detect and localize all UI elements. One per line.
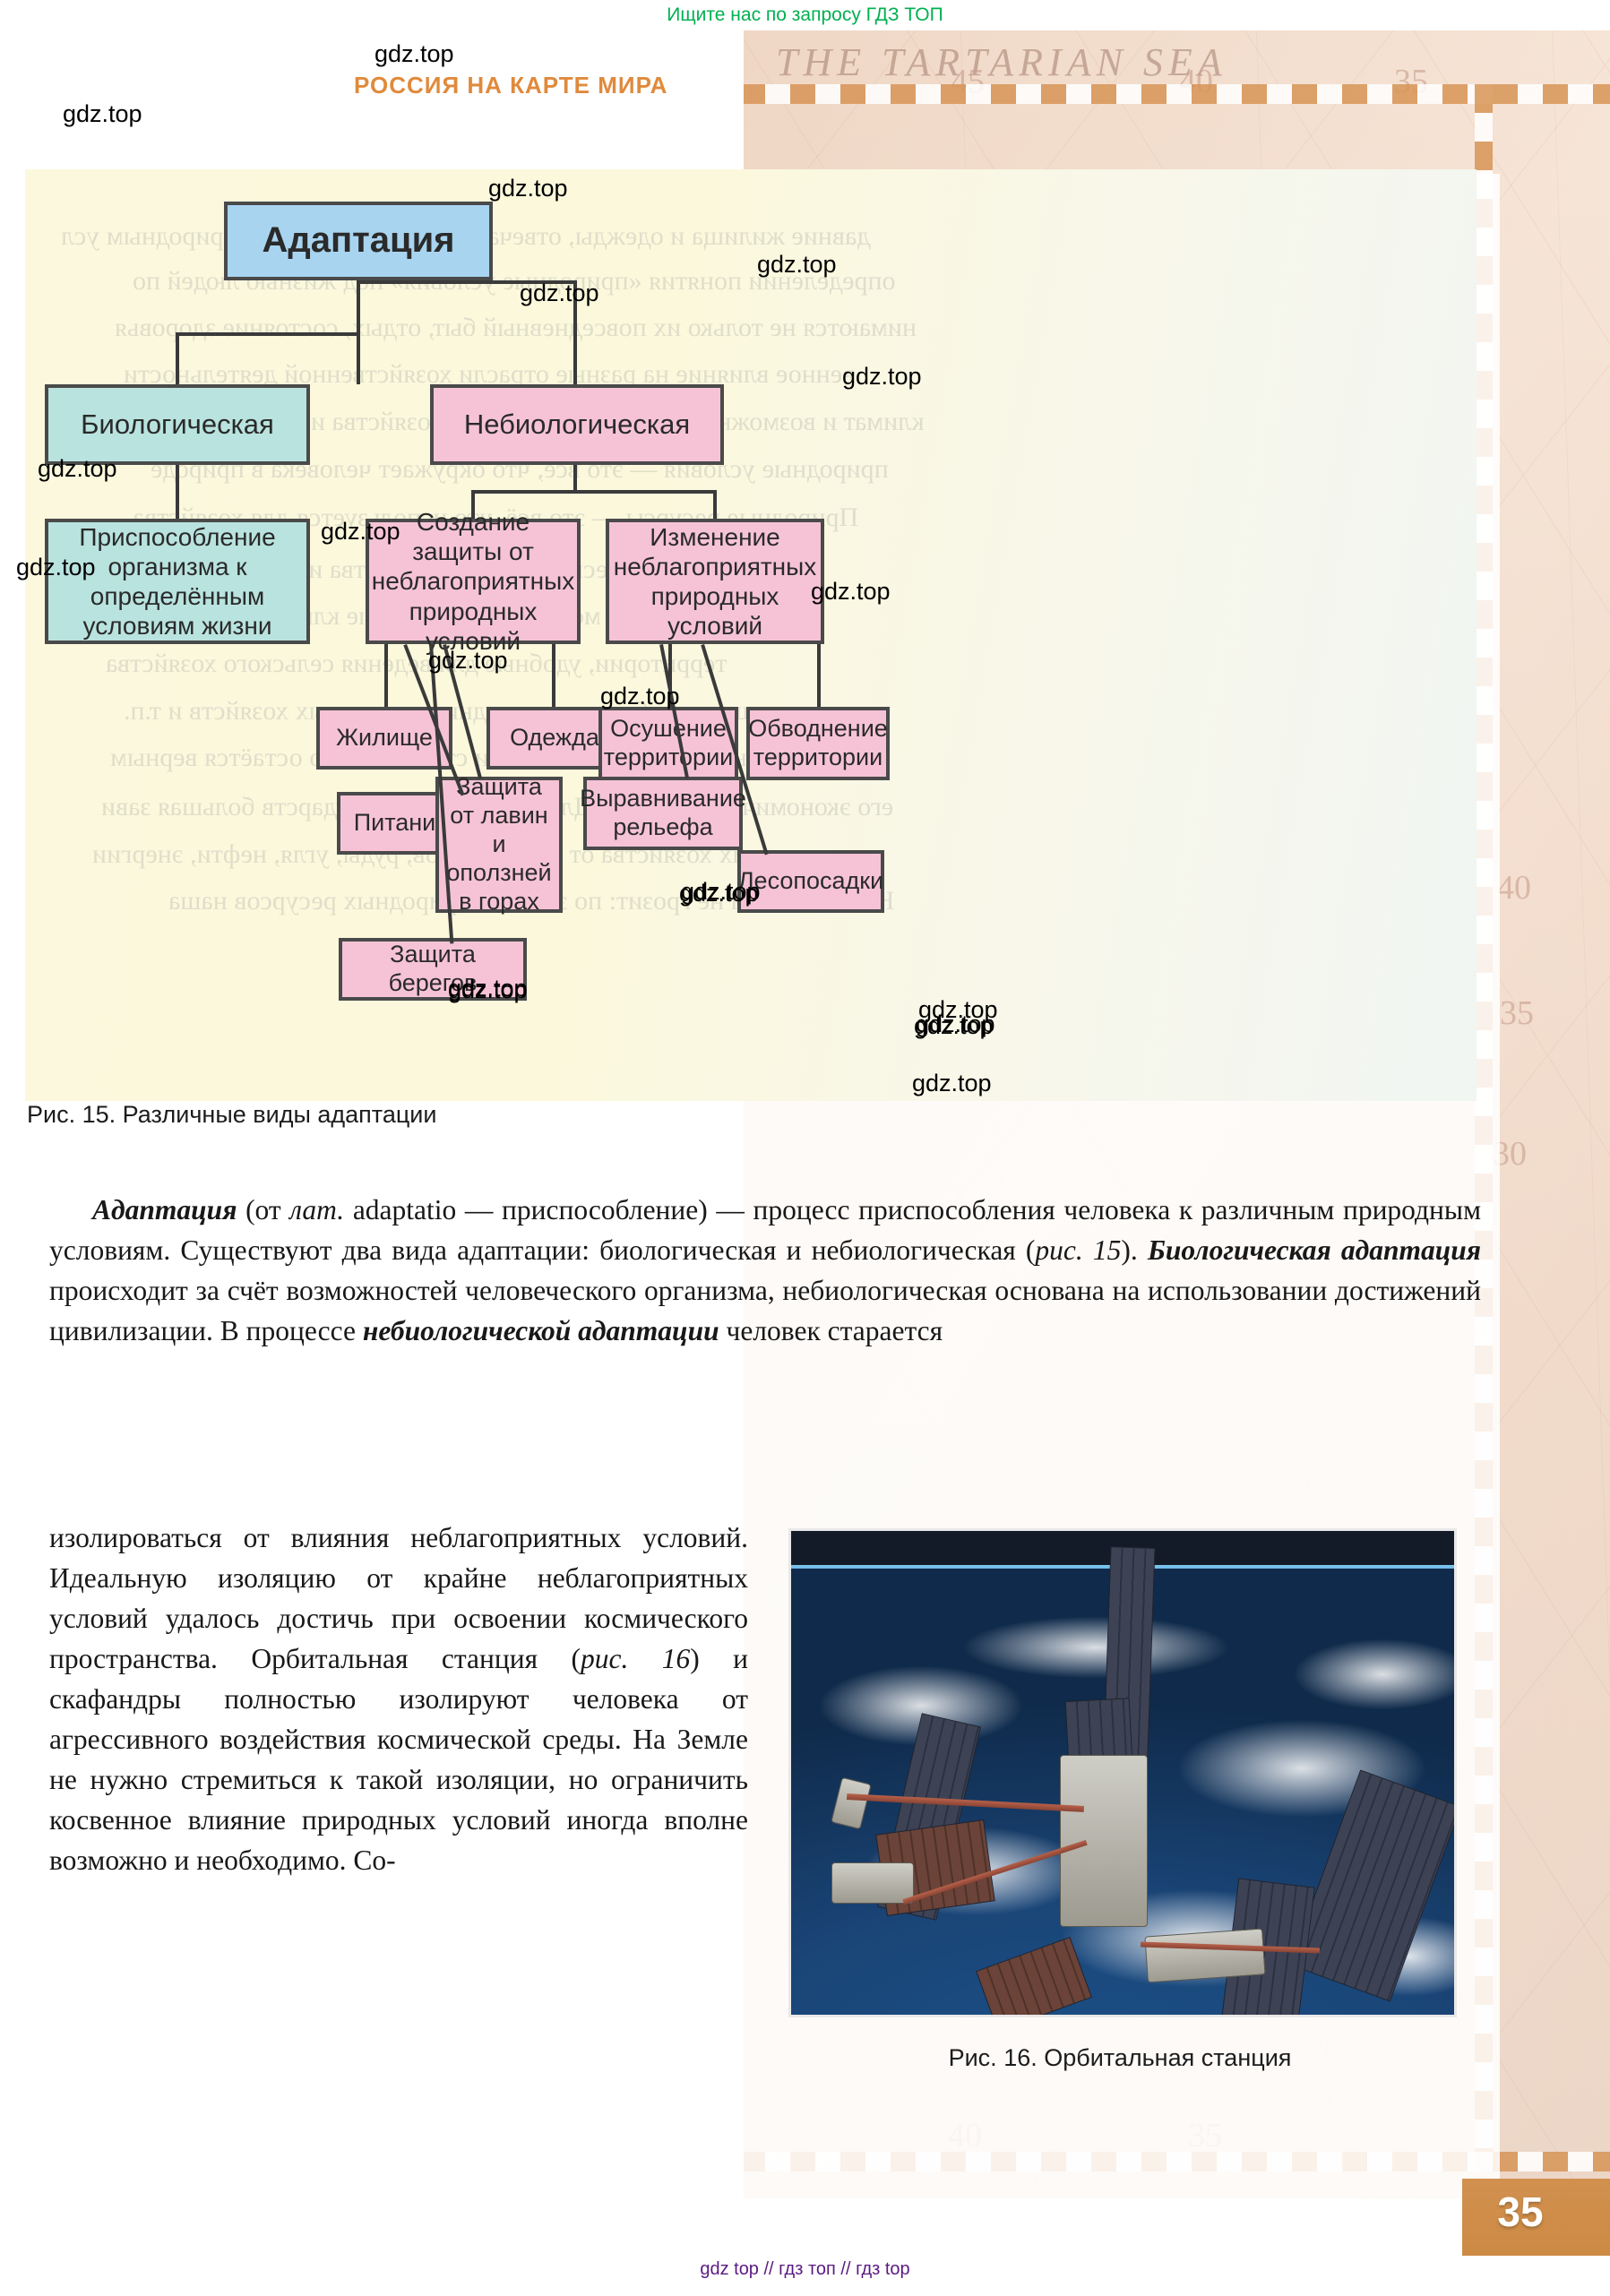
- connector-nonbio-split: [471, 490, 717, 494]
- scanned-page: THE TARTARIAN SEA 45 40 35 40 35 40 35 3…: [0, 30, 1610, 2256]
- node-avalanche-protection: Защита от лавин и оползней в горах: [435, 773, 563, 915]
- connector-root-nonbio-h: [357, 280, 575, 284]
- main-paragraph: Адаптация (от лат. adaptatio — приспособ…: [49, 1190, 1481, 1351]
- node-change-conditions: Изменение неблагоприятных природных усло…: [606, 519, 824, 644]
- orbital-station-photo: [788, 1528, 1457, 2017]
- map-title-text: THE TARTARIAN SEA: [776, 40, 1227, 84]
- term-biological-adaptation: Биологическая адаптация: [1147, 1234, 1481, 1266]
- page-number-badge: [1462, 2179, 1610, 2256]
- node-biological: Биологическая: [45, 384, 310, 465]
- footer-links: gdz top // гдз топ // гдз top: [700, 2259, 910, 2279]
- node-irrigation: Обводнение территории: [746, 707, 890, 780]
- node-relief-leveling: Выравнивание рельефа: [580, 777, 746, 850]
- left-col-seg-2: ) и скафандры полностью изолируют челове…: [49, 1643, 748, 1876]
- node-nonbiological: Небиологическая: [430, 384, 724, 465]
- map-number-35b: 35: [1500, 994, 1534, 1032]
- service-module: [1144, 1928, 1266, 1983]
- node-create-protection: Создание защиты от неблагоприятных приро…: [366, 508, 581, 655]
- left-column-paragraph: изолироваться от влияния неблагоприятных…: [49, 1518, 748, 1880]
- adaptation-diagram: давние жилища и одежды, отвечающих опред…: [25, 169, 1477, 1101]
- connector-change-irrigation: [817, 644, 821, 707]
- docking-module: [831, 1862, 914, 1904]
- term-nonbiological-adaptation: небиологической адаптации: [362, 1315, 719, 1346]
- promo-banner: Ищите нас по запросу ГДЗ ТОП: [667, 4, 943, 25]
- left-col-seg-1: изолироваться от влияния неблагоприятных…: [49, 1522, 748, 1674]
- node-housing: Жилище: [316, 707, 452, 770]
- paragraph-seg-3: ).: [1121, 1234, 1148, 1266]
- figure-ref-16: рис. 16: [580, 1643, 691, 1674]
- connector-to-protect: [471, 490, 475, 519]
- latin-abbr: лат.: [289, 1194, 345, 1225]
- page-number: 35: [1497, 2189, 1544, 2235]
- connector-root-biological-h: [177, 332, 360, 336]
- node-adaptation-root: Адаптация: [224, 202, 493, 280]
- connector-root-nonbio-v: [573, 280, 577, 384]
- figure-16-caption: Рис. 16. Орбитальная станция: [948, 2044, 1292, 2071]
- figure-15-caption: Рис. 15. Различные виды адаптации: [27, 1101, 437, 1128]
- figure-ref-15: рис. 15: [1035, 1234, 1122, 1266]
- node-drainage: Осушение территории: [598, 707, 738, 780]
- connector-bio-detail: [176, 465, 179, 519]
- node-shore-protection: Защита берегов: [339, 938, 527, 1001]
- connector-to-change: [713, 490, 717, 519]
- paragraph-seg-4: происходит за счёт возможностей человече…: [49, 1275, 1481, 1346]
- paragraph-seg-2: adaptatio — приспособление) — процесс пр…: [49, 1194, 1481, 1266]
- connector-change-drainage: [668, 644, 672, 707]
- term-adaptation: Адаптация: [92, 1194, 237, 1225]
- node-forest-planting: Лесопосадки: [737, 850, 884, 913]
- connector-protect-housing: [384, 644, 388, 707]
- paragraph-seg-5: человек старается: [719, 1315, 943, 1346]
- map-number-40b: 40: [1497, 869, 1531, 907]
- paragraph-seg-1: (от: [237, 1194, 290, 1225]
- core-module: [1060, 1755, 1148, 1927]
- connector-nonbio-down: [573, 465, 577, 492]
- running-head: РОССИЯ НА КАРТЕ МИРА: [354, 72, 668, 99]
- map-tick-strip-top: [740, 84, 1610, 104]
- connector-protect-clothing: [552, 644, 555, 707]
- connector-biological-down: [176, 332, 179, 384]
- node-bio-detail: Приспособление организма к определённым …: [45, 519, 310, 644]
